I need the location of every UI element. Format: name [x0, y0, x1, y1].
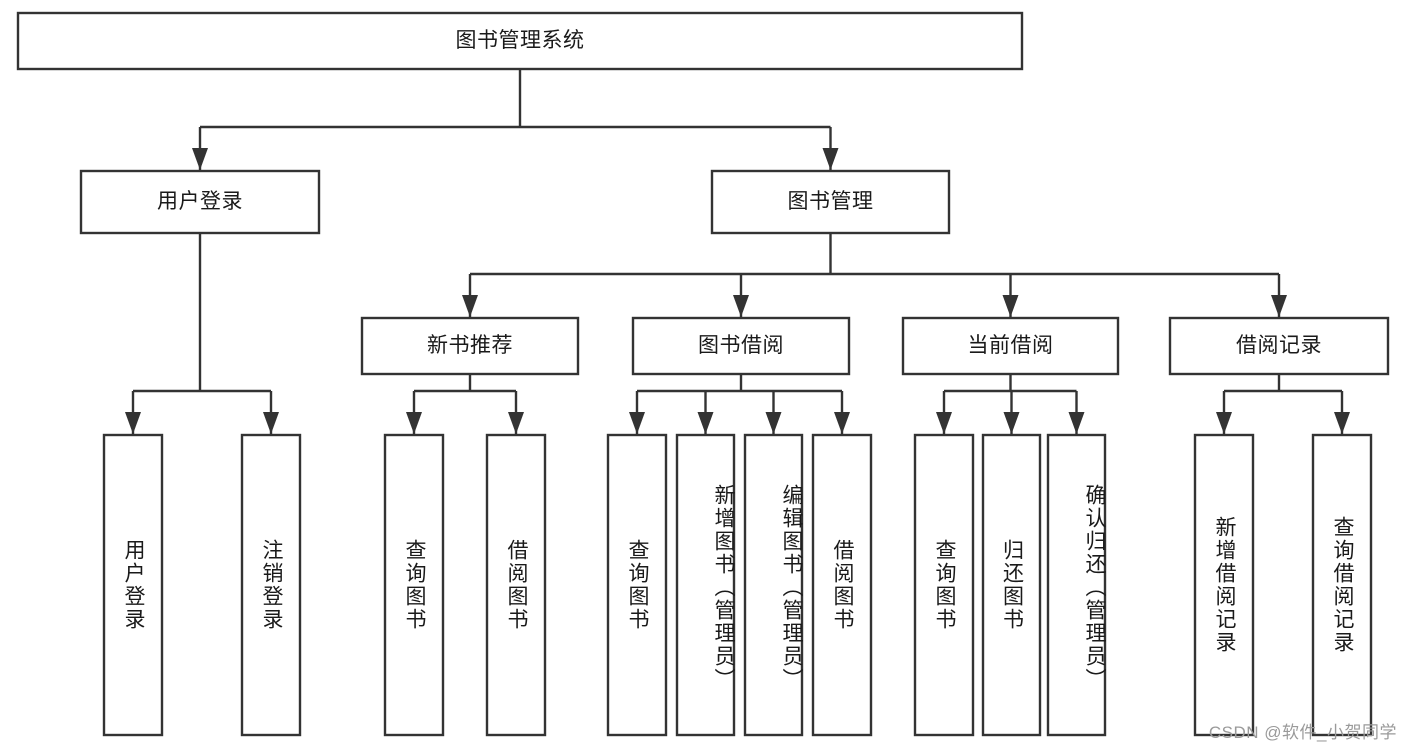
node-box-leaf-query-book-3[interactable] [913, 433, 975, 737]
node-label-leaf-query-book-2: 查询图书 [626, 539, 650, 631]
arrow-icon-borrow-record [1271, 295, 1287, 317]
node-label-leaf-borrow-book-1: 借阅图书 [505, 539, 529, 631]
arrow-icon-book-borrow [733, 295, 749, 317]
node-label-leaf-query-book-1: 查询图书 [403, 539, 427, 631]
node-box-book-manage[interactable] [710, 169, 951, 235]
node-label-current-borrow: 当前借阅 [967, 333, 1054, 357]
arrow-icon-leaf-query-record [1334, 412, 1350, 434]
node-label-new-book-rec: 新书推荐 [427, 333, 513, 357]
arrow-icon-leaf-add-book [697, 412, 714, 434]
node-label-book-manage: 图书管理 [787, 189, 874, 213]
node-label-user-login: 用户登录 [157, 189, 243, 213]
arrow-icon-leaf-query-book-3 [936, 412, 952, 434]
node-box-leaf-confirm-return[interactable] [1046, 433, 1107, 737]
node-box-leaf-borrow-book-2[interactable] [811, 433, 873, 737]
node-label-leaf-user-login: 用户登录 [122, 539, 146, 631]
arrow-icon-leaf-borrow-book-1 [508, 412, 524, 434]
arrow-icon-leaf-query-book-2 [629, 412, 645, 434]
connector-layer [125, 69, 1350, 434]
arrow-icon-leaf-return-book [1003, 412, 1020, 434]
node-box-leaf-query-record[interactable] [1311, 433, 1373, 737]
watermark-text: CSDN @软件_小贺同学 [1208, 723, 1397, 742]
node-label-leaf-return-book: 归还图书 [1000, 539, 1024, 631]
node-box-user-login[interactable] [79, 169, 321, 235]
arrow-icon-current-borrow [1002, 295, 1019, 317]
arrow-icon-leaf-logout [263, 412, 279, 434]
node-label-leaf-add-book: 新增图书（管理员） [712, 483, 735, 691]
arrow-icon-book-manage [822, 148, 839, 170]
node-label-leaf-edit-book: 编辑图书（管理员） [780, 483, 803, 691]
node-label-leaf-query-record: 查询借阅记录 [1331, 516, 1355, 654]
arrow-icon-user-login [192, 148, 208, 170]
node-box-leaf-add-record[interactable] [1193, 433, 1255, 737]
arrow-icon-new-book-rec [462, 295, 478, 317]
node-box-leaf-query-book-1[interactable] [383, 433, 445, 737]
node-box-book-borrow[interactable] [631, 316, 851, 376]
node-box-leaf-query-book-2[interactable] [606, 433, 668, 737]
node-box-current-borrow[interactable] [901, 316, 1120, 376]
node-box-leaf-edit-book[interactable] [743, 433, 804, 737]
node-label-book-borrow: 图书借阅 [698, 333, 784, 357]
node-label-leaf-query-book-3: 查询图书 [933, 539, 957, 631]
node-box-leaf-borrow-book-1[interactable] [485, 433, 547, 737]
node-box-leaf-logout[interactable] [240, 433, 302, 737]
node-box-leaf-add-book[interactable] [675, 433, 736, 737]
node-box-new-book-rec[interactable] [360, 316, 580, 376]
node-label-borrow-record: 借阅记录 [1236, 333, 1322, 357]
arrow-icon-leaf-edit-book [765, 412, 782, 434]
node-label-leaf-add-record: 新增借阅记录 [1213, 516, 1237, 654]
arrow-icon-leaf-user-login [125, 412, 141, 434]
node-label-leaf-confirm-return: 确认归还（管理员） [1083, 483, 1106, 691]
arrow-icon-leaf-add-record [1216, 412, 1232, 434]
arrow-icon-leaf-query-book-1 [406, 412, 422, 434]
node-label-leaf-borrow-book-2: 借阅图书 [831, 539, 855, 631]
node-box-borrow-record[interactable] [1168, 316, 1390, 376]
node-box-leaf-user-login[interactable] [102, 433, 164, 737]
node-rect-layer [16, 11, 1390, 737]
arrow-icon-leaf-borrow-book-2 [834, 412, 850, 434]
node-label-root: 图书管理系统 [455, 28, 585, 52]
arrow-icon-leaf-confirm-return [1068, 412, 1085, 434]
node-box-root[interactable] [16, 11, 1024, 71]
node-box-leaf-return-book[interactable] [981, 433, 1042, 737]
node-label-leaf-logout: 注销登录 [260, 539, 284, 631]
